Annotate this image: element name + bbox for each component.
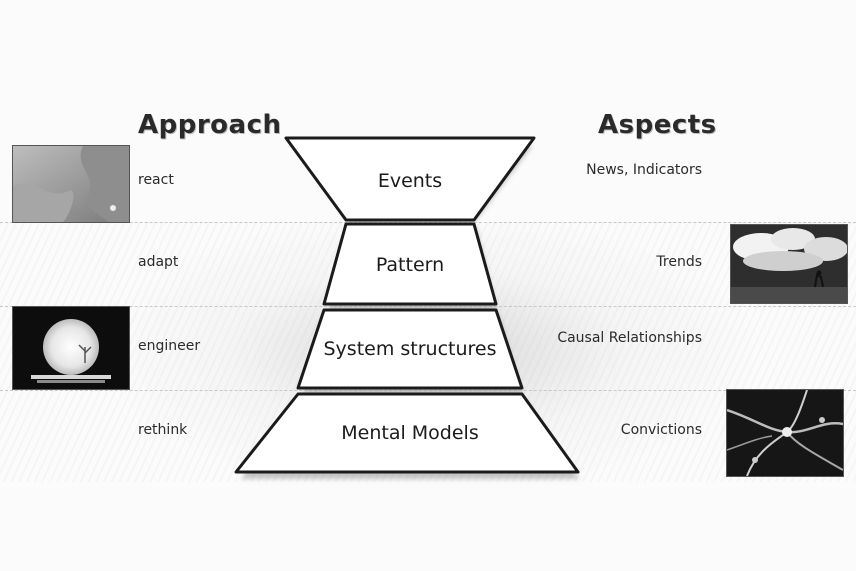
neuron-network-image bbox=[726, 389, 844, 477]
rock-texture-image bbox=[12, 145, 130, 223]
tier-label-mental-models: Mental Models bbox=[341, 422, 478, 444]
approach-adapt: adapt bbox=[138, 254, 179, 270]
mental-models-tier: Mental Models bbox=[234, 392, 580, 479]
aspect-causal-relationships: Causal Relationships bbox=[557, 330, 702, 346]
glowing-moon-image bbox=[12, 306, 130, 390]
system-structures-tier: System structures bbox=[296, 308, 524, 394]
pattern-tier: Pattern bbox=[322, 222, 498, 310]
tier-label-system-structures: System structures bbox=[323, 338, 496, 360]
approach-engineer: engineer bbox=[138, 338, 201, 354]
events-tier: Events bbox=[284, 136, 536, 222]
aspect-convictions: Convictions bbox=[620, 422, 702, 438]
storm-field-image bbox=[730, 224, 848, 304]
aspects-heading: Aspects bbox=[598, 110, 717, 140]
approach-rethink: rethink bbox=[138, 422, 188, 438]
approach-react: react bbox=[138, 172, 174, 188]
tier-label-events: Events bbox=[378, 170, 442, 192]
tier-label-pattern: Pattern bbox=[376, 254, 444, 276]
aspect-trends: Trends bbox=[656, 254, 702, 270]
aspect-news-indicators: News, Indicators bbox=[586, 162, 702, 178]
approach-heading: Approach bbox=[138, 110, 282, 140]
